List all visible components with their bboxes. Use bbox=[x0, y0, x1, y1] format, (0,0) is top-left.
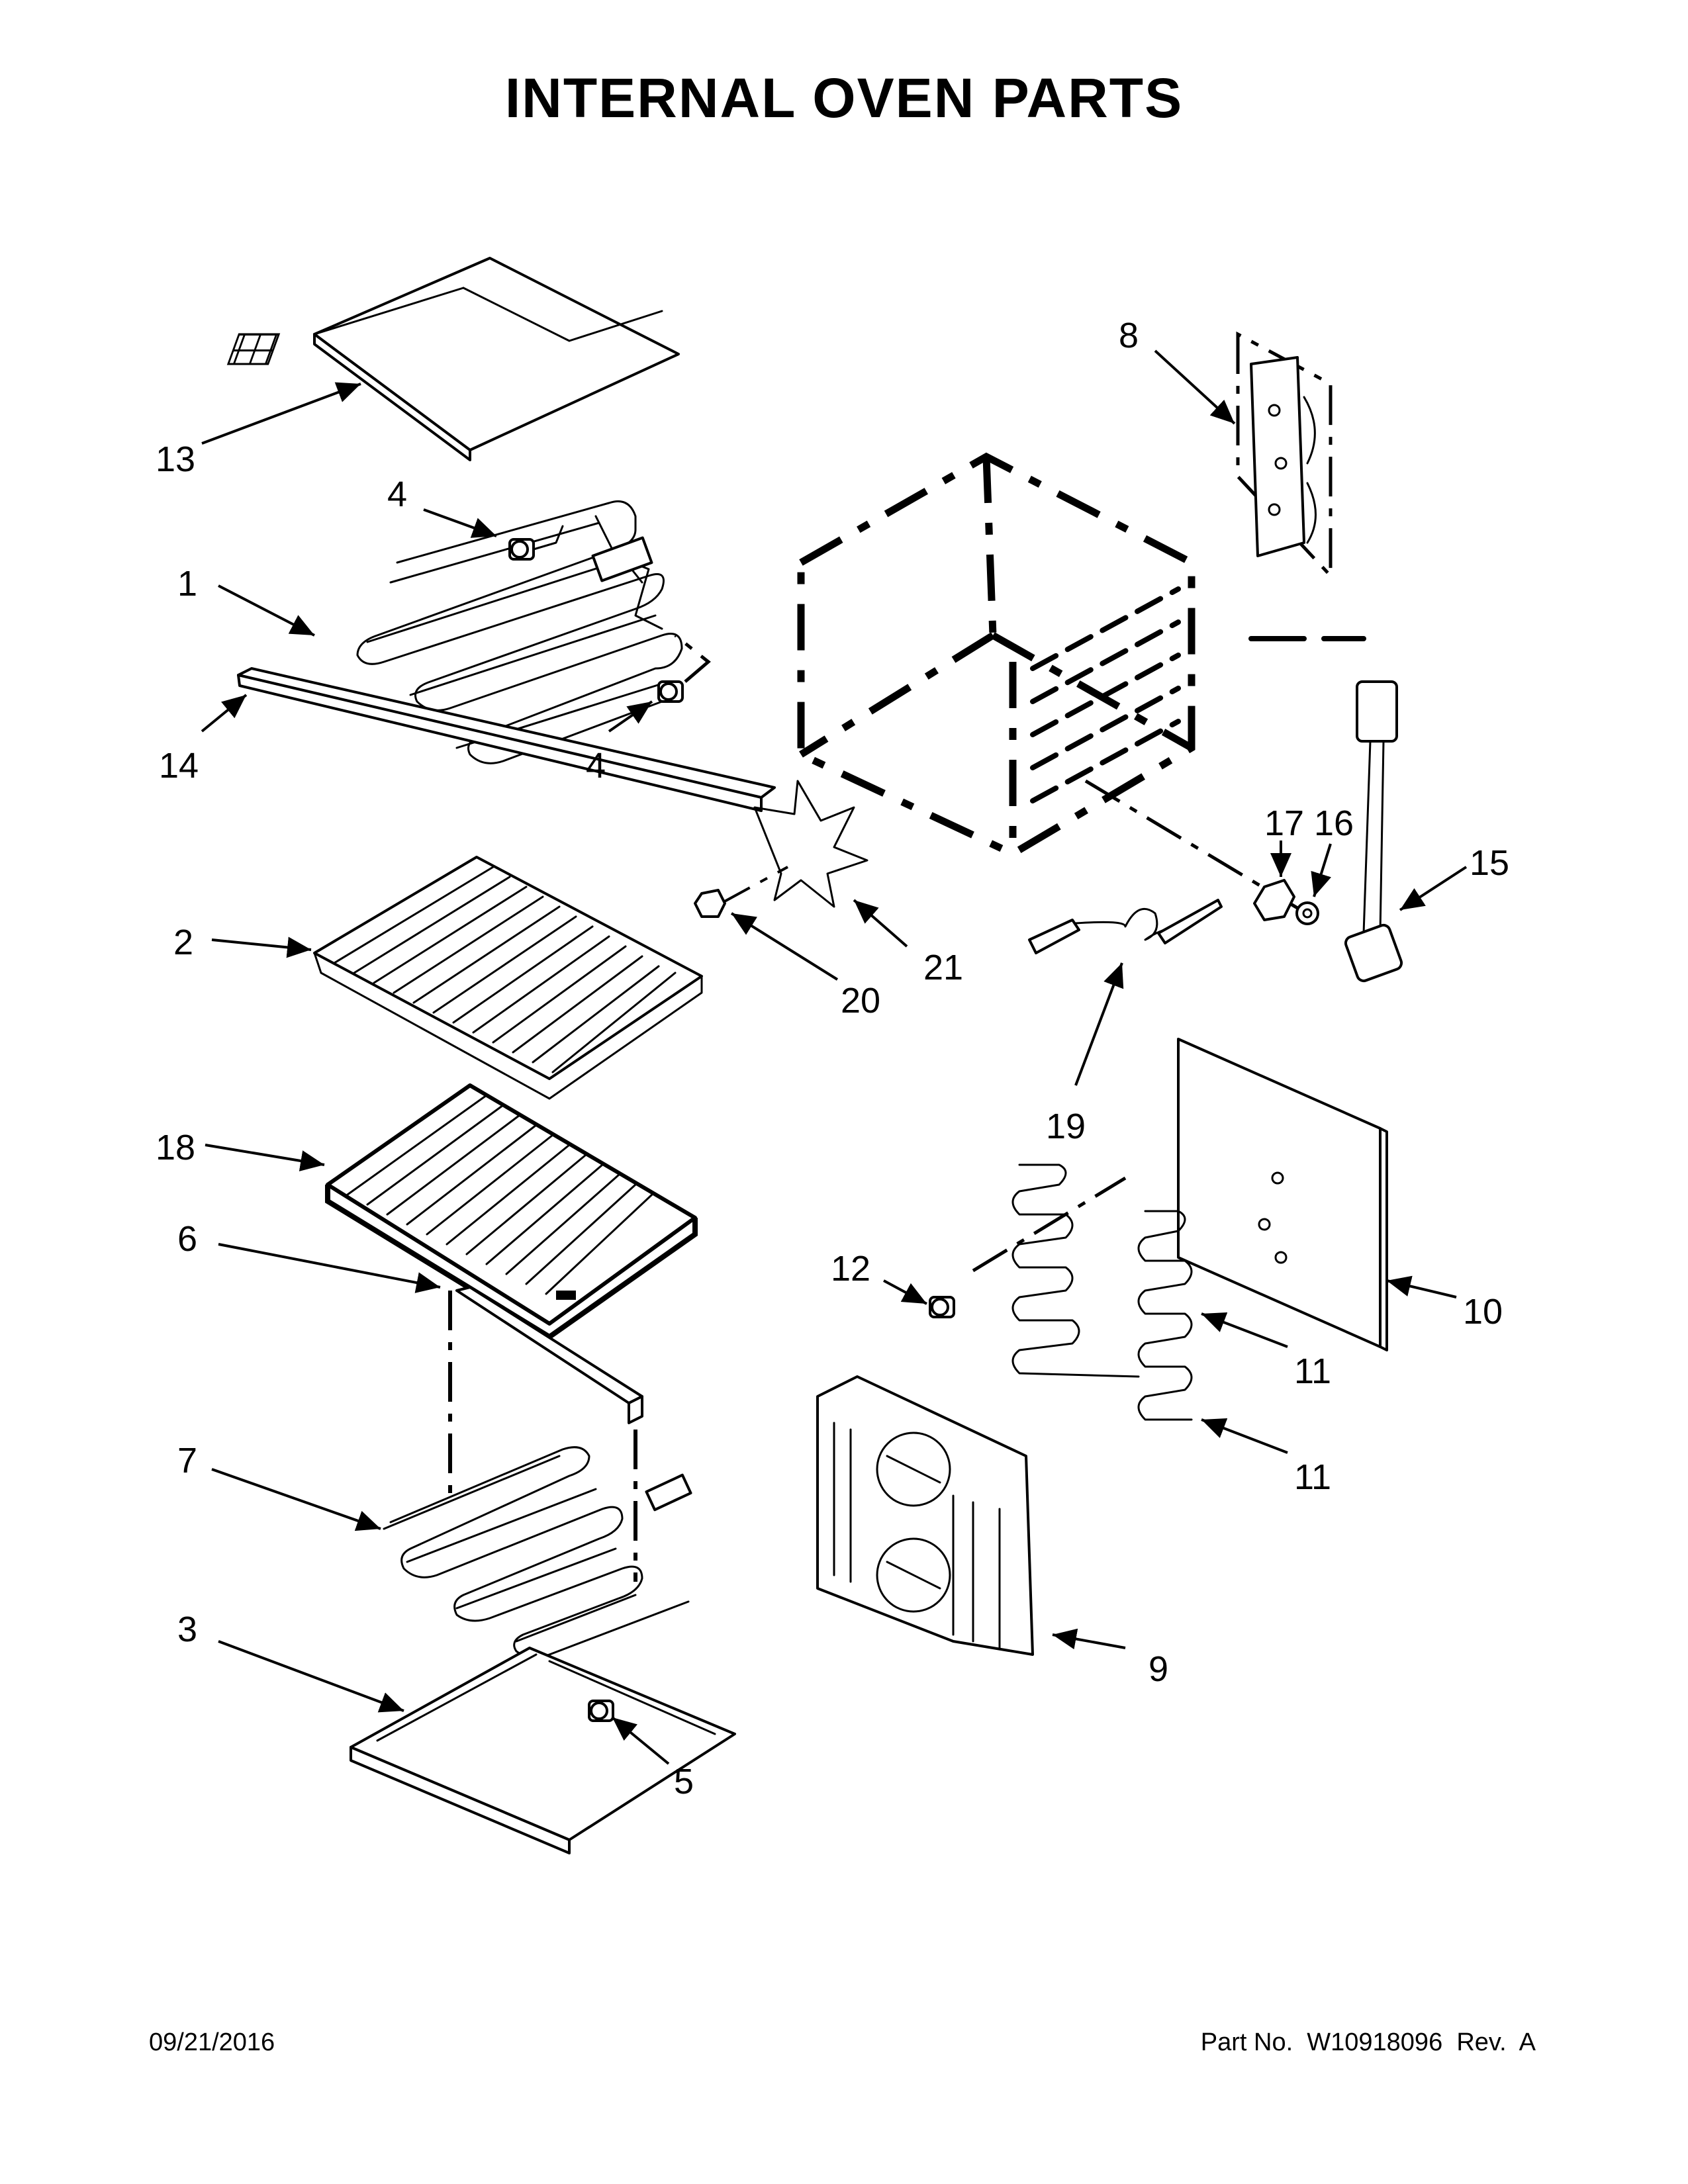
callout-21: 21 bbox=[923, 948, 963, 987]
callout-4: 4 bbox=[586, 746, 606, 786]
callout-15: 15 bbox=[1470, 843, 1509, 883]
callout-14: 14 bbox=[159, 746, 199, 786]
callout-20: 20 bbox=[841, 981, 880, 1021]
callout-2: 2 bbox=[173, 923, 193, 962]
callout-19: 19 bbox=[1046, 1107, 1086, 1146]
callout-12: 12 bbox=[831, 1249, 870, 1289]
callout-labels: 13 4 1 14 4 2 18 6 7 3 5 8 17 16 15 21 2… bbox=[156, 316, 1509, 1801]
callout-6: 6 bbox=[177, 1219, 197, 1259]
callout-11: 11 bbox=[1294, 1351, 1331, 1391]
page-title: INTERNAL OVEN PARTS bbox=[504, 67, 1184, 129]
convection-element-part bbox=[972, 1163, 1193, 1421]
callout-11: 11 bbox=[1294, 1457, 1331, 1497]
callout-1: 1 bbox=[177, 564, 197, 604]
callout-3: 3 bbox=[177, 1610, 197, 1649]
broil-element-part bbox=[356, 500, 683, 764]
element-screw-part bbox=[929, 1296, 955, 1318]
callout-7: 7 bbox=[177, 1441, 197, 1480]
control-plate-part bbox=[1236, 331, 1333, 580]
sensor-part bbox=[1344, 680, 1403, 983]
callout-5: 5 bbox=[674, 1762, 694, 1801]
callout-9: 9 bbox=[1149, 1649, 1168, 1689]
leader-lines bbox=[201, 349, 1468, 1765]
footer-date: 09/21/2016 bbox=[149, 2028, 275, 2056]
trim-strip-part bbox=[237, 667, 776, 812]
callout-8: 8 bbox=[1119, 316, 1139, 355]
callout-16: 16 bbox=[1314, 803, 1354, 843]
callout-13: 13 bbox=[156, 439, 195, 479]
callout-17: 17 bbox=[1264, 803, 1304, 843]
back-panel-part bbox=[1177, 1038, 1388, 1351]
footer-part-number: Part No. W10918096 Rev. A bbox=[1200, 2028, 1536, 2056]
top-panel-part bbox=[226, 257, 680, 461]
callout-10: 10 bbox=[1463, 1292, 1503, 1332]
callout-18: 18 bbox=[156, 1128, 195, 1167]
fan-blade-part bbox=[694, 780, 868, 918]
oven-rack-part bbox=[313, 856, 703, 1100]
oven-cavity-part bbox=[797, 452, 1366, 858]
nut-washer-part bbox=[1084, 779, 1319, 925]
temperature-probe-part bbox=[1028, 899, 1223, 954]
terminal-screw-part bbox=[508, 525, 711, 703]
bottom-panel-part bbox=[350, 1647, 736, 1854]
bake-element-part bbox=[383, 1286, 692, 1659]
fan-baffle-part bbox=[816, 1375, 1034, 1656]
sliding-rack-part bbox=[325, 1083, 698, 1340]
callout-4: 4 bbox=[387, 475, 407, 514]
